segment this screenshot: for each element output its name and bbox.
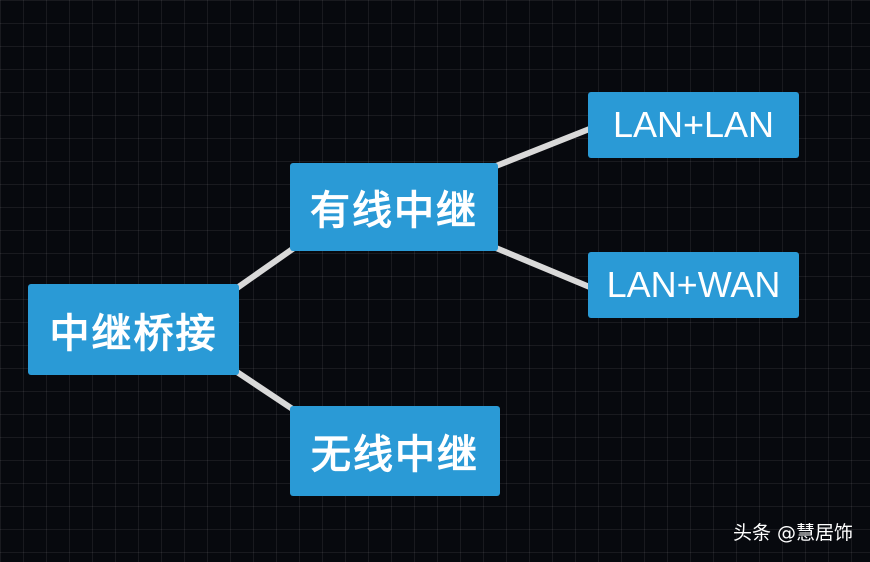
node-root: 中继桥接	[28, 284, 239, 375]
node-lan-lan-label: LAN+LAN	[612, 104, 775, 145]
node-root-label: 中继桥接	[49, 310, 218, 357]
node-lan-wan-label: LAN+WAN	[606, 264, 781, 305]
edge-wired-lanlan	[493, 125, 595, 169]
edge-wired-lanwan	[493, 245, 595, 291]
edge-root-wired	[234, 245, 297, 291]
node-lan-lan: LAN+LAN	[588, 92, 799, 158]
edge-root-wireless	[234, 369, 297, 413]
node-lan-wan: LAN+WAN	[588, 252, 799, 318]
node-wireless-relay-label: 无线中继	[311, 432, 479, 478]
node-wired-relay-label: 有线中继	[310, 188, 478, 234]
watermark: 头条 @慧居饰	[732, 522, 853, 544]
node-wireless-relay: 无线中继	[290, 406, 500, 496]
node-wired-relay: 有线中继	[290, 163, 498, 251]
